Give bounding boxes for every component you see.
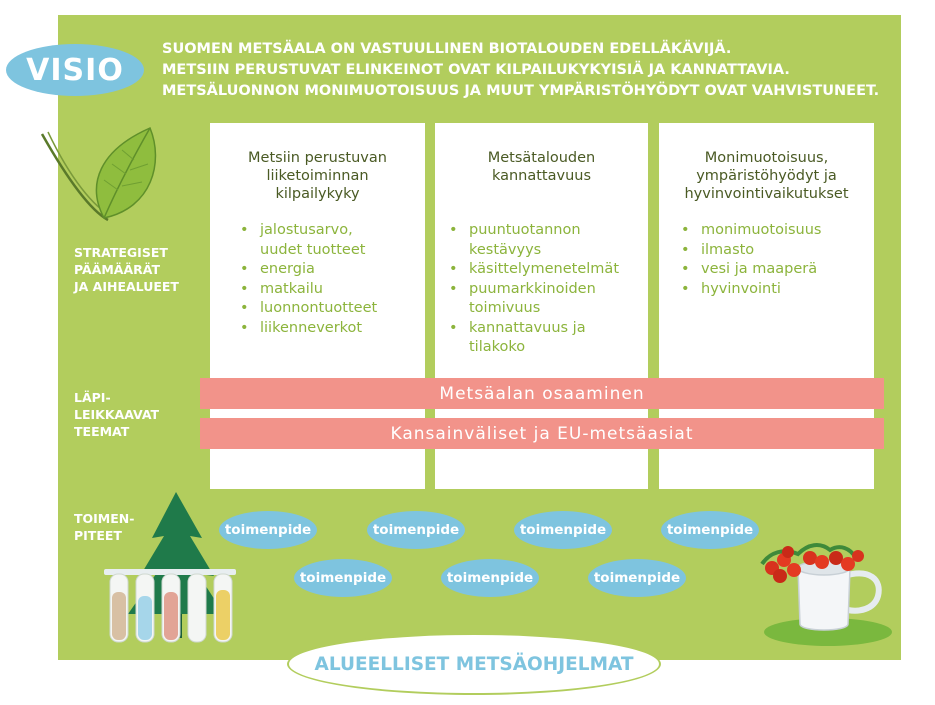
list-item: monimuotoisuus xyxy=(681,221,821,241)
regional-programs-label: ALUEELLISET METSÄOHJELMAT xyxy=(314,653,634,675)
list-item: vesi ja maaperä xyxy=(681,260,821,280)
vision-line: SUOMEN METSÄALA ON VASTUULLINEN BIOTALOU… xyxy=(162,41,732,57)
list-item: puumarkkinoiden toimivuus xyxy=(449,280,629,319)
column-list: monimuotoisuus ilmasto vesi ja maaperä h… xyxy=(681,221,821,299)
theme-band-international: Kansainväliset ja EU-metsäasiat xyxy=(200,418,884,449)
test-tubes-icon xyxy=(104,569,236,643)
list-item: hyvinvointi xyxy=(681,280,821,300)
label-line: TEEMAT xyxy=(74,424,130,439)
list-item: käsittelymenetelmät xyxy=(449,260,629,280)
action-oval: toimenpide xyxy=(514,511,612,549)
list-item: energia xyxy=(240,260,390,280)
list-item: liikenneverkot xyxy=(240,319,390,339)
action-oval: toimenpide xyxy=(661,511,759,549)
birch-leaf-icon xyxy=(40,127,157,222)
actions-label: TOIMEN- PITEET xyxy=(74,510,134,544)
vision-label: VISIO xyxy=(26,52,124,88)
list-item: matkailu xyxy=(240,280,390,300)
label-line: JA AIHEALUEET xyxy=(74,279,179,294)
column-list: jalostusarvo, uudet tuotteet energia mat… xyxy=(240,221,390,338)
strategic-goals-label: STRATEGISET PÄÄMÄÄRÄT JA AIHEALUEET xyxy=(74,244,179,295)
column-title: Metsätalouden kannattavuus xyxy=(435,149,648,185)
label-line: LEIKKAAVAT xyxy=(74,407,160,422)
vision-line: METSIIN PERUSTUVAT ELINKEINOT OVAT KILPA… xyxy=(162,62,790,78)
vision-oval: VISIO xyxy=(6,44,144,96)
list-item: jalostusarvo, uudet tuotteet xyxy=(240,221,390,260)
title-line: kannattavuus xyxy=(491,168,592,184)
title-line: Metsiin perustuvan xyxy=(248,150,387,166)
label-line: PÄÄMÄÄRÄT xyxy=(74,262,161,277)
label-line: TOIMEN- xyxy=(74,511,135,526)
cross-cutting-themes-label: LÄPI- LEIKKAAVAT TEEMAT xyxy=(74,389,159,440)
list-item: puuntuotannon kestävyys xyxy=(449,221,629,260)
title-line: ympäristöhyödyt ja xyxy=(696,168,837,184)
list-item: kannattavuus ja tilakoko xyxy=(449,319,619,358)
column-title: Metsiin perustuvan liiketoiminnan kilpai… xyxy=(210,149,425,203)
title-line: Metsätalouden xyxy=(487,150,596,166)
vision-line: METSÄLUONNON MONIMUOTOISUUS JA MUUT YMPÄ… xyxy=(162,83,880,99)
action-oval: toimenpide xyxy=(294,559,392,597)
title-line: hyvinvointivaikutukset xyxy=(684,186,849,202)
action-oval: toimenpide xyxy=(219,511,317,549)
berries-mug-icon xyxy=(760,543,892,646)
column-title: Monimuotoisuus, ympäristöhyödyt ja hyvin… xyxy=(659,149,874,203)
title-line: kilpailykyky xyxy=(275,186,360,202)
label-line: PITEET xyxy=(74,528,122,543)
regional-programs-oval: ALUEELLISET METSÄOHJELMAT xyxy=(287,633,661,695)
list-item: ilmasto xyxy=(681,241,821,261)
action-oval: toimenpide xyxy=(441,559,539,597)
column-list: puuntuotannon kestävyys käsittelymenetel… xyxy=(449,221,629,358)
title-line: liiketoiminnan xyxy=(266,168,369,184)
action-oval: toimenpide xyxy=(367,511,465,549)
theme-band-expertise: Metsäalan osaaminen xyxy=(200,378,884,409)
list-item: luonnontuotteet xyxy=(240,299,390,319)
vision-statement: SUOMEN METSÄALA ON VASTUULLINEN BIOTALOU… xyxy=(162,39,892,102)
label-line: STRATEGISET xyxy=(74,245,168,260)
action-oval: toimenpide xyxy=(588,559,686,597)
label-line: LÄPI- xyxy=(74,390,111,405)
title-line: Monimuotoisuus, xyxy=(704,150,829,166)
